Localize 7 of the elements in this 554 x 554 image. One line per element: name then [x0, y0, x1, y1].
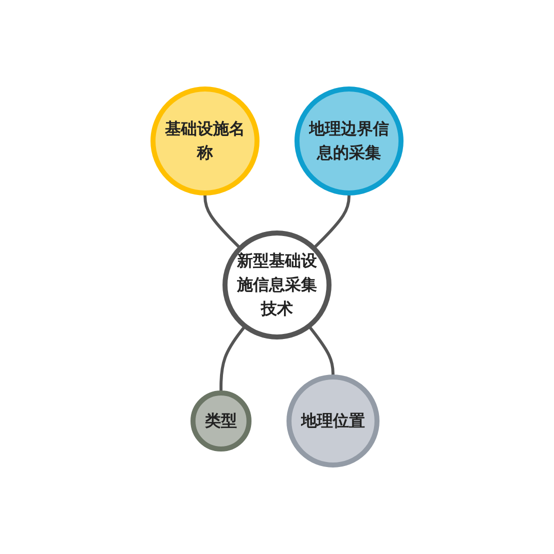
connector — [220, 325, 246, 393]
connector — [308, 325, 334, 377]
connector — [204, 193, 242, 250]
connector — [312, 193, 350, 250]
node-circle: 新型基础设施信息采集技术 — [222, 230, 332, 340]
node-circle: 类型 — [190, 390, 252, 452]
node-circle: 基础设施名称 — [150, 86, 260, 196]
